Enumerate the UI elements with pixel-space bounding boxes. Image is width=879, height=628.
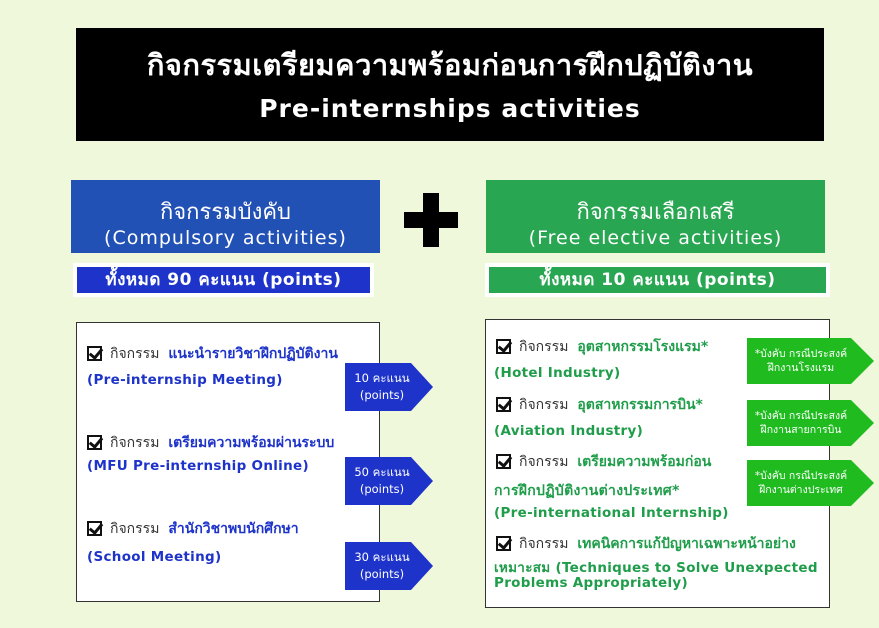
elective-item-1-name: อุตสาหกรรมโรงแรม*	[577, 339, 709, 355]
compulsory-item-3-name: สำนักวิชาพบนักศึกษา	[168, 521, 299, 537]
note-arrow-aviation: *บังคับ กรณีประสงค์ฝึกงานสายการบิน	[747, 400, 874, 446]
page-title-thai: กิจกรรมเตรียมความพร้อมก่อนการฝึกปฏิบัติง…	[146, 48, 754, 82]
elective-item-1: กิจกรรม อุตสาหกรรมโรงแรม*	[496, 336, 708, 358]
points-arrow-1: 10 คะแนน(points)	[345, 363, 433, 411]
compulsory-item-2-name: เตรียมความพร้อมผ่านระบบ	[168, 435, 335, 451]
page-title-english: Pre-internships activities	[259, 94, 641, 123]
compulsory-item-2-english: (MFU Pre-internship Online)	[87, 458, 309, 474]
checkbox-checked-icon	[496, 454, 511, 469]
compulsory-item-3: กิจกรรม สำนักวิชาพบนักศึกษา	[87, 518, 299, 540]
compulsory-header: กิจกรรมบังคับ (Compulsory activities)	[71, 180, 380, 253]
compulsory-item-2: กิจกรรม เตรียมความพร้อมผ่านระบบ	[87, 432, 334, 454]
note-arrow-hotel: *บังคับ กรณีประสงค์ฝึกงานโรงแรม	[747, 338, 874, 384]
elective-item-3-name: เตรียมความพร้อมก่อน	[577, 454, 712, 470]
elective-item-3-english: (Pre-international Internship)	[494, 505, 729, 521]
page-title-banner: กิจกรรมเตรียมความพร้อมก่อนการฝึกปฏิบัติง…	[76, 28, 824, 141]
plus-icon	[404, 193, 458, 247]
elective-item-4-name-line2: เหมาะสม (Techniques to Solve Unexpected	[494, 560, 818, 576]
checkbox-checked-icon	[87, 346, 102, 361]
elective-item-2-name: อุตสาหกรรมการบิน*	[577, 397, 703, 413]
elective-item-3-name-line2: การฝึกปฏิบัติงานต่างประเทศ*	[494, 483, 680, 499]
compulsory-item-3-english: (School Meeting)	[87, 549, 222, 565]
points-arrow-3: 30 คะแนน(points)	[345, 542, 433, 590]
elective-item-3: กิจกรรม เตรียมความพร้อมก่อน	[496, 451, 711, 473]
elective-header: กิจกรรมเลือกเสรี (Free elective activiti…	[486, 180, 825, 253]
elective-title-english: (Free elective activities)	[528, 227, 783, 249]
points-arrow-2: 50 คะแนน(points)	[345, 457, 433, 505]
elective-item-4: กิจกรรม เทคนิคการแก้ปัญหาเฉพาะหน้าอย่าง	[496, 533, 796, 555]
checkbox-checked-icon	[87, 521, 102, 536]
compulsory-activities-panel: กิจกรรม แนะนำรายวิชาฝึกปฏิบัติงาน (Pre-i…	[76, 322, 380, 602]
elective-points-bar: ทั้งหมด 10 คะแนน (points)	[485, 263, 830, 297]
elective-item-2: กิจกรรม อุตสาหกรรมการบิน*	[496, 394, 703, 416]
elective-item-4-english: Problems Appropriately)	[494, 575, 688, 591]
checkbox-checked-icon	[496, 536, 511, 551]
compulsory-title-thai: กิจกรรมบังคับ	[159, 200, 292, 225]
compulsory-item-1-name: แนะนำรายวิชาฝึกปฏิบัติงาน	[168, 346, 338, 362]
compulsory-points-bar: ทั้งหมด 90 คะแนน (points)	[73, 263, 374, 297]
compulsory-points-label: ทั้งหมด 90 คะแนน (points)	[77, 267, 370, 293]
compulsory-item-1: กิจกรรม แนะนำรายวิชาฝึกปฏิบัติงาน	[87, 343, 338, 365]
note-arrow-international: *บังคับ กรณีประสงค์ฝึกงานต่างประเทศ	[747, 460, 874, 506]
checkbox-checked-icon	[496, 339, 511, 354]
checkbox-checked-icon	[87, 435, 102, 450]
elective-item-2-english: (Aviation Industry)	[494, 423, 644, 439]
elective-title-thai: กิจกรรมเลือกเสรี	[576, 200, 735, 225]
compulsory-title-english: (Compulsory activities)	[104, 227, 347, 249]
compulsory-item-1-english: (Pre-internship Meeting)	[87, 372, 283, 388]
elective-item-1-english: (Hotel Industry)	[494, 365, 621, 381]
checkbox-checked-icon	[496, 397, 511, 412]
elective-points-label: ทั้งหมด 10 คะแนน (points)	[489, 267, 826, 293]
elective-activities-panel: กิจกรรม อุตสาหกรรมโรงแรม* (Hotel Industr…	[485, 319, 830, 608]
elective-item-4-name: เทคนิคการแก้ปัญหาเฉพาะหน้าอย่าง	[577, 536, 796, 552]
